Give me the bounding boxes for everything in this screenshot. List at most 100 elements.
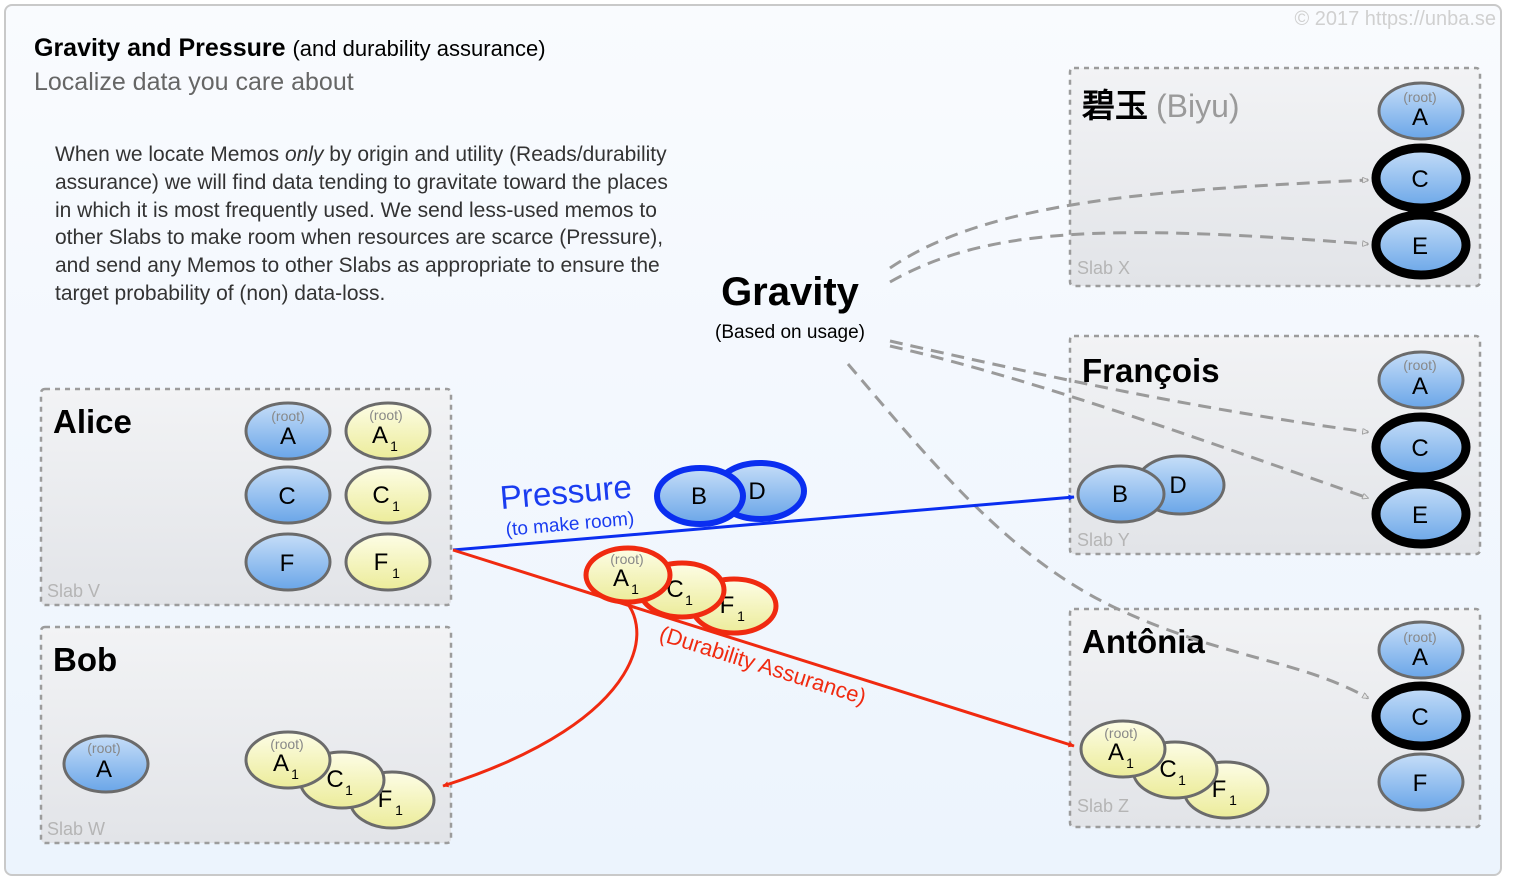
gravity-label: Gravity	[721, 270, 859, 314]
memo-label: C	[1411, 435, 1428, 462]
memo-subscript: 1	[1178, 772, 1186, 788]
memo-label: C	[1411, 166, 1428, 193]
description-part1: When we locate Memos	[55, 143, 285, 166]
durability-transit-memos: F 1 C 1 (root) A 1	[583, 545, 779, 636]
gravity-arrow-francois-e	[889, 344, 1368, 498]
slab-label: Slab Y	[1077, 530, 1130, 550]
slab-bob: Bob Slab W (root) A F 1 C 1 (root) A 1	[39, 625, 453, 845]
memo-subscript: 1	[1126, 755, 1134, 771]
memo-label: A	[273, 750, 289, 777]
slab-owner: Alice	[53, 403, 132, 440]
memo-f: F	[1377, 752, 1465, 812]
slab-label: Slab X	[1077, 258, 1130, 278]
memo-subscript: 1	[345, 782, 353, 798]
gravity-arrow-biyu-e	[889, 231, 1368, 284]
memo-c-gravitated: C	[1371, 681, 1471, 751]
root-tag: (root)	[1104, 725, 1137, 741]
memo-subscript: 1	[291, 766, 299, 782]
memo-c-gravitated: C	[1371, 412, 1471, 482]
slab-alice: Alice Slab V (root) A (root) A 1 C C 1 F	[39, 387, 453, 607]
memo-label: F	[1212, 776, 1227, 803]
page-title: Gravity and Pressure (and durability ass…	[34, 34, 546, 63]
slab-owner: 碧玉(Biyu)	[1082, 87, 1240, 124]
root-tag: (root)	[87, 740, 120, 756]
memo-label: F	[374, 549, 389, 576]
slab-biyu: 碧玉(Biyu) Slab X (root) A C E	[1068, 66, 1482, 288]
memo-a1: (root) A 1	[344, 401, 432, 461]
memo-b: B	[1076, 464, 1166, 524]
memo-label: A	[1412, 644, 1428, 671]
memo-e-gravitated: E	[1371, 210, 1471, 280]
memo-a1: (root) A 1	[1079, 719, 1167, 779]
memo-label: F	[1413, 770, 1428, 797]
transit-memo-b: B	[654, 465, 746, 527]
gravity-arrow-biyu-c	[889, 180, 1368, 270]
memo-label: A	[372, 422, 388, 449]
root-tag: (root)	[1403, 357, 1436, 373]
memo-a: (root) A	[244, 401, 332, 461]
root-tag: (root)	[610, 551, 643, 567]
memo-label: A	[1412, 373, 1428, 400]
durability-arrow-bob	[442, 590, 639, 788]
pressure-label: Pressure (to make room)	[498, 468, 635, 541]
copyright-notice: © 2017 https://unba.se	[1294, 8, 1496, 30]
memo-f: F	[244, 532, 332, 592]
memo-subscript: 1	[631, 581, 639, 597]
title-note: (and durability assurance)	[292, 36, 546, 61]
memo-subscript: 1	[1229, 792, 1237, 808]
gravity-arrow-antonia-c	[846, 363, 1368, 700]
root-tag: (root)	[1403, 89, 1436, 105]
slab-owner: François	[1082, 352, 1220, 389]
memo-c1: C 1	[344, 465, 432, 525]
slab-label: Slab V	[47, 581, 100, 601]
owner-latin: (Biyu)	[1156, 88, 1240, 124]
memo-label: A	[280, 423, 296, 450]
memo-subscript: 1	[390, 438, 398, 454]
memo-subscript: 1	[392, 565, 400, 581]
memo-label: B	[691, 483, 707, 510]
root-tag: (root)	[270, 736, 303, 752]
memo-a: (root) A	[62, 734, 150, 794]
description-paragraph: When we locate Memos only by origin and …	[55, 141, 675, 308]
durability-arrow-antonia	[452, 548, 1075, 748]
gravity-arrow-francois-c	[889, 339, 1368, 432]
slab-antonia: Antônia Slab Z (root) A C F F 1 C 1 (roo…	[1068, 607, 1482, 829]
memo-c-gravitated: C	[1371, 143, 1471, 213]
memo-subscript: 1	[392, 498, 400, 514]
title-main: Gravity and Pressure	[34, 34, 286, 62]
pressure-transit-memos: D B	[654, 460, 807, 527]
memo-label: A	[96, 756, 112, 783]
gravity-note: (Based on usage)	[715, 322, 865, 343]
memo-a: (root) A	[1377, 350, 1465, 410]
memo-label: A	[613, 565, 629, 592]
memo-subscript: 1	[395, 802, 403, 818]
memo-label: B	[1112, 481, 1128, 508]
memo-e-gravitated: E	[1371, 479, 1471, 549]
pressure-title: Pressure	[498, 468, 633, 516]
memo-label: C	[278, 483, 295, 510]
memo-a1: (root) A 1	[244, 730, 332, 790]
memo-label: C	[1411, 704, 1428, 731]
memo-label: F	[280, 550, 295, 577]
memo-label: C	[372, 482, 389, 509]
memo-label: D	[1169, 472, 1186, 499]
memo-label: E	[1412, 233, 1428, 260]
memo-label: A	[1108, 739, 1124, 766]
memo-subscript: 1	[685, 592, 693, 608]
memo-a: (root) A	[1377, 81, 1465, 141]
memo-subscript: 1	[737, 608, 745, 624]
root-tag: (root)	[1403, 629, 1436, 645]
slab-owner: Bob	[53, 641, 117, 678]
owner-name: 碧玉	[1082, 87, 1148, 124]
memo-f1: F 1	[344, 532, 432, 592]
memo-label: D	[748, 478, 765, 505]
memo-label: A	[1412, 104, 1428, 131]
page-subtitle: Localize data you care about	[34, 68, 354, 96]
transit-memo-a1: (root) A 1	[583, 545, 673, 605]
slab-owner: Antônia	[1082, 623, 1205, 660]
slab-label: Slab W	[47, 819, 105, 839]
gravity-arrows	[846, 180, 1368, 700]
slab-francois: François Slab Y (root) A C E D B	[1068, 334, 1482, 556]
memo-label: C	[326, 766, 343, 793]
